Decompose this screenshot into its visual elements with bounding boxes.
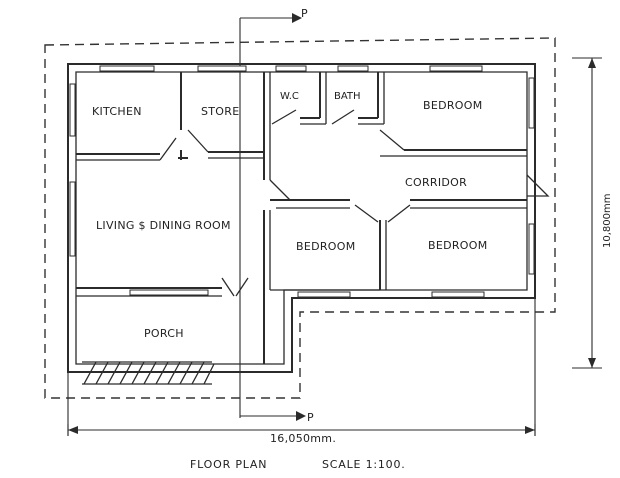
section-mark-top: P — [301, 7, 308, 20]
room-label-living-dining: LIVING $ DINING ROOM — [96, 219, 231, 232]
room-label-bedroom-middle: BEDROOM — [296, 240, 356, 253]
dimension-width-label: 16,050mm. — [270, 432, 336, 445]
caption-scale: SCALE 1:100. — [322, 458, 406, 471]
room-label-bath: BATH — [334, 91, 361, 102]
windows — [69, 65, 535, 298]
room-label-store: STORE — [201, 105, 239, 118]
section-arrow-top-icon — [292, 13, 302, 23]
room-label-porch: PORCH — [144, 327, 184, 340]
outer-wall-inner-outline — [75, 71, 528, 365]
porch-balustrade — [82, 361, 215, 385]
room-label-wc: W.C — [280, 91, 299, 102]
room-label-bedroom-top: BEDROOM — [423, 99, 483, 112]
wall-kitchen-bottom — [76, 153, 188, 159]
dimension-height — [572, 57, 602, 369]
dimension-width — [67, 298, 536, 436]
section-mark-bottom: P — [307, 411, 314, 424]
wall-wc — [300, 72, 321, 119]
plot-boundary — [44, 37, 556, 399]
section-arrow-bottom-icon — [296, 411, 306, 421]
dimension-height-label: 10,800mm — [602, 194, 613, 248]
room-label-corridor: CORRIDOR — [405, 176, 467, 189]
wall-bath-inner — [358, 72, 385, 125]
wall-wc-inner — [300, 72, 327, 125]
room-label-bedroom-right: BEDROOM — [428, 239, 488, 252]
doors — [159, 109, 550, 297]
room-label-kitchen: KITCHEN — [92, 105, 142, 118]
wall-bath — [358, 72, 379, 119]
caption-title: FLOOR PLAN — [190, 458, 267, 471]
